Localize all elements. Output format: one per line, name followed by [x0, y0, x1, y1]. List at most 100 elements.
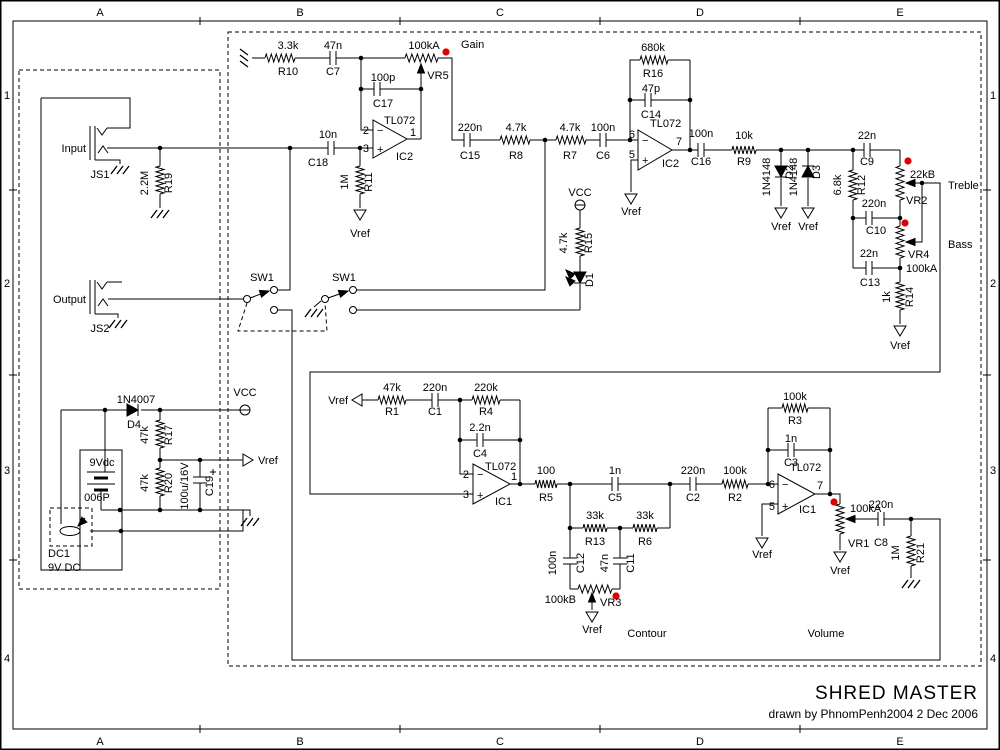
red-marker-dot — [901, 219, 909, 227]
arrowhead — [565, 276, 576, 287]
label-47n: 47n — [599, 554, 611, 572]
label-−: − — [782, 479, 788, 491]
junction-dot — [908, 516, 914, 522]
label-TL072: TL072 — [384, 115, 415, 127]
label-JS1: JS1 — [91, 169, 110, 181]
label-VR3: VR3 — [600, 597, 621, 609]
label-7: 7 — [817, 480, 823, 492]
arrowhead — [258, 289, 271, 298]
vref-R14 — [893, 325, 907, 337]
label-5: 5 — [769, 501, 775, 513]
junction-dot — [542, 137, 548, 143]
label-C15: C15 — [460, 150, 480, 162]
junction-dot — [617, 525, 623, 531]
label-4: 4 — [4, 653, 10, 665]
switch-contact-right-bottom — [349, 306, 357, 314]
schematic-title: SHRED MASTER — [815, 683, 978, 704]
wire — [96, 281, 108, 290]
label-Contour: Contour — [627, 628, 666, 640]
label-R12: R12 — [856, 175, 868, 195]
resistor-R8 — [499, 134, 531, 146]
label-+: + — [477, 490, 483, 502]
label-D: D — [696, 736, 704, 748]
label-6.8k: 6.8k — [832, 174, 844, 195]
label-100kA: 100kA — [906, 263, 938, 275]
label-Vref: Vref — [752, 549, 773, 561]
junction-dot — [197, 457, 203, 463]
label-C1: C1 — [428, 406, 442, 418]
diode-D2 — [774, 165, 788, 179]
label-Treble: Treble — [948, 180, 979, 192]
label-C: C — [496, 7, 504, 19]
label-VCC: VCC — [233, 387, 256, 399]
label-C10: C10 — [866, 225, 886, 237]
label-100n: 100n — [689, 128, 713, 140]
wire — [95, 159, 121, 164]
gain-pot-VR5 — [404, 52, 439, 64]
resistor-R12 — [847, 169, 859, 201]
label-Gain: Gain — [461, 39, 484, 51]
wire — [815, 493, 841, 504]
resistor-R11 — [354, 165, 366, 195]
dashed-enclosure-1 — [227, 31, 982, 667]
resistor-R3 — [781, 402, 809, 414]
label-10k: 10k — [735, 130, 753, 142]
label-VR2: VR2 — [906, 195, 927, 207]
dashed-enclosure-0 — [18, 69, 221, 590]
label-2: 2 — [4, 278, 10, 290]
label-220n: 220n — [423, 382, 447, 394]
label-Vref: Vref — [328, 395, 349, 407]
switch-contact-left-top — [270, 286, 278, 294]
junction-dot — [897, 215, 903, 221]
label-VCC: VCC — [568, 187, 591, 199]
wire — [97, 145, 109, 154]
label-680k: 680k — [641, 42, 665, 54]
label-006P: 006P — [84, 492, 110, 504]
resistor-R16 — [639, 54, 669, 66]
label-6: 6 — [629, 129, 635, 141]
label-100kB: 100kB — [545, 594, 576, 606]
label-1: 1 — [4, 90, 10, 102]
vref-terminal — [242, 453, 254, 467]
arrowhead — [565, 269, 576, 280]
label-100kA: 100kA — [408, 40, 440, 52]
wire — [309, 182, 941, 495]
resistor-R14 — [894, 281, 906, 311]
junction-dot — [117, 507, 123, 513]
label-+: + — [642, 155, 648, 167]
label-3: 3 — [4, 465, 10, 477]
resistor-R5 — [534, 479, 558, 489]
junction-dot — [358, 86, 364, 92]
switch-linkage — [237, 302, 328, 332]
label-VR4: VR4 — [908, 249, 929, 261]
label-Volume: Volume — [808, 628, 845, 640]
label-Vref: Vref — [798, 221, 819, 233]
switch-pole-right — [321, 295, 329, 303]
title-block: SHRED MASTER drawn by PhnomPenh2004 2 De… — [769, 683, 978, 721]
label-7: 7 — [676, 136, 682, 148]
vref-VR1 — [833, 551, 847, 563]
label-22n: 22n — [858, 130, 876, 142]
red-marker-dot — [830, 498, 838, 506]
label-R11: R11 — [363, 172, 375, 191]
junction-dot — [827, 447, 833, 453]
label-C9: C9 — [860, 156, 874, 168]
label-R17: R17 — [163, 425, 175, 445]
junction-dot — [102, 407, 108, 413]
label-4: 4 — [990, 653, 996, 665]
junction-dot — [157, 145, 163, 151]
label-100k: 100k — [723, 465, 747, 477]
label-22n: 22n — [860, 248, 878, 260]
resistor-R2 — [721, 478, 749, 490]
label-C: C — [496, 736, 504, 748]
junction-dot — [897, 265, 903, 271]
label-D: D — [696, 7, 704, 19]
label-R21: R21 — [915, 543, 927, 563]
label-C19: C19 — [204, 476, 216, 496]
switch-contact-left-bottom — [270, 306, 278, 314]
label-SW1: SW1 — [250, 272, 274, 284]
wire — [360, 89, 373, 131]
label-R20: R20 — [163, 473, 175, 493]
label-100n: 100n — [591, 122, 615, 134]
